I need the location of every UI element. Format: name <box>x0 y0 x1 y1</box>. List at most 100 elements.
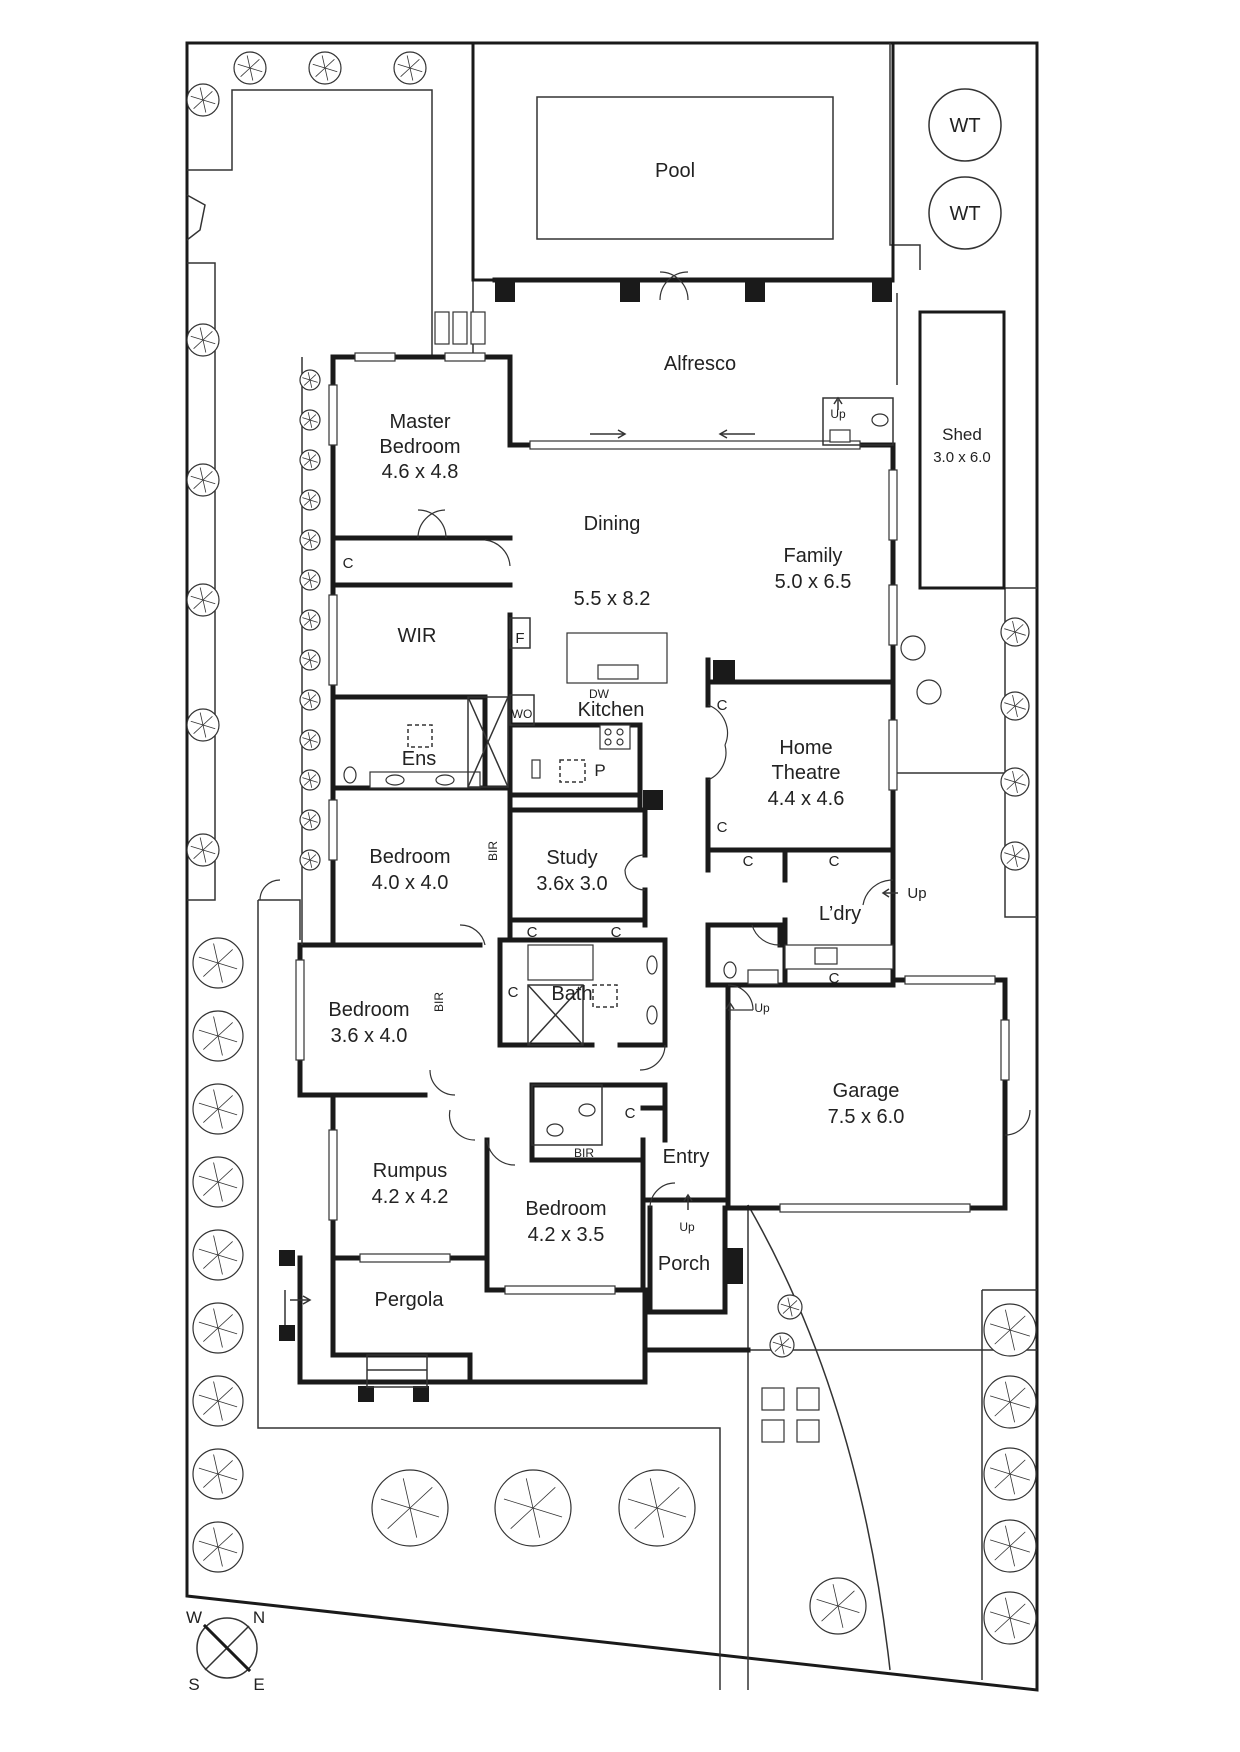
tree-branch <box>774 1344 783 1352</box>
up-label: Up <box>679 1220 695 1234</box>
tree-branch <box>1009 1531 1026 1547</box>
tree-branch <box>1014 705 1026 710</box>
tree-branch <box>309 654 317 661</box>
powder-room <box>822 397 894 446</box>
tree-branch <box>1004 1309 1011 1331</box>
tree-branch <box>409 1507 418 1538</box>
tree-branch <box>1009 1545 1030 1553</box>
bath-label: Bath <box>551 983 592 1005</box>
tree-branch <box>1004 628 1016 633</box>
tree-branch <box>525 1478 534 1509</box>
compass-s: S <box>188 1675 199 1694</box>
tree-branch <box>217 1473 238 1481</box>
post <box>872 280 892 302</box>
post <box>643 790 663 810</box>
tree-branch <box>302 377 311 381</box>
toilet <box>871 413 889 427</box>
tree-branch <box>217 1181 223 1202</box>
tree-branch <box>202 479 207 493</box>
tree-branch <box>309 419 318 423</box>
tree-branch <box>302 457 311 461</box>
tree-branch <box>203 1108 219 1123</box>
tree-branch <box>634 1507 658 1529</box>
up-label: Up <box>754 1001 770 1015</box>
rumpus-label: Rumpus <box>373 1160 447 1182</box>
basin <box>829 429 851 443</box>
pool <box>536 96 834 240</box>
tree-branch <box>307 492 311 501</box>
tree-branch <box>217 1108 238 1116</box>
tree-branch <box>1009 1473 1016 1495</box>
tree-branch <box>202 339 207 353</box>
tree-branch <box>1009 1329 1030 1337</box>
tree-branch <box>324 67 329 81</box>
window <box>328 384 338 446</box>
tree-branch <box>303 699 311 706</box>
window <box>328 594 338 686</box>
tree-branch <box>202 716 213 726</box>
tree-branch <box>202 724 207 738</box>
tree-branch <box>202 339 216 345</box>
tree-branch <box>199 467 204 481</box>
tree-branch <box>532 1507 563 1518</box>
tree-branch <box>203 1473 219 1488</box>
bedroom-4-size: 4.2 x 3.5 <box>528 1224 605 1246</box>
tree-branch <box>202 91 213 101</box>
tree-branch <box>202 99 216 105</box>
tree-branch <box>994 1401 1011 1417</box>
master-bedroom-size: 4.6 x 4.8 <box>382 461 459 483</box>
tree-branch <box>309 774 317 781</box>
tree-branch <box>199 587 204 601</box>
tree-branch <box>193 849 204 859</box>
bathtub <box>527 944 594 981</box>
tree-branch <box>303 779 311 786</box>
closet-label: C <box>829 853 840 870</box>
tree-branch <box>217 1473 223 1494</box>
dining-label: Dining <box>584 513 641 535</box>
tree-branch <box>198 1540 219 1548</box>
tree-small <box>916 679 942 705</box>
tree-branch <box>199 327 204 341</box>
tree-branch <box>213 1089 219 1110</box>
closet-label: C <box>829 970 840 987</box>
tree-branch <box>217 1168 233 1183</box>
tree-branch <box>309 854 317 861</box>
dishwasher-label: DW <box>589 687 610 701</box>
tree-branch <box>656 1487 680 1509</box>
post <box>358 1386 374 1402</box>
tree-branch <box>990 1323 1011 1331</box>
tree-branch <box>532 1487 556 1509</box>
tree-branch <box>302 777 311 781</box>
tree-branch <box>821 1605 839 1622</box>
tree-branch <box>213 1162 219 1183</box>
toilet <box>343 766 357 784</box>
tree-branch <box>315 67 326 77</box>
toilet <box>723 961 737 979</box>
tree-branch <box>190 335 204 341</box>
tree-branch <box>1014 624 1024 633</box>
up-arrows <box>683 396 898 1210</box>
tree-branch <box>217 1095 233 1110</box>
tree-branch <box>303 659 311 666</box>
tree-branch <box>409 59 420 69</box>
tree-branch <box>213 1454 219 1475</box>
tree-branch <box>309 619 313 628</box>
tree-branch <box>199 837 204 851</box>
ens-shower <box>467 696 509 788</box>
kitchen-label: Kitchen <box>578 699 645 721</box>
tree-branch <box>1009 1329 1016 1351</box>
tree-branch <box>1014 848 1024 857</box>
tree-branch <box>217 1241 233 1256</box>
bedroom-2-label: Bedroom <box>369 846 450 868</box>
window <box>504 1285 616 1295</box>
tree-branch <box>1009 1401 1016 1423</box>
closet-label: C <box>717 819 728 836</box>
closet-label: C <box>343 555 354 572</box>
tree-branch <box>990 1539 1011 1547</box>
tree-branch <box>202 599 216 605</box>
tree-branch <box>302 857 311 861</box>
tree-branch <box>309 579 318 583</box>
bir-label: BIR <box>486 841 500 861</box>
post <box>495 280 515 302</box>
